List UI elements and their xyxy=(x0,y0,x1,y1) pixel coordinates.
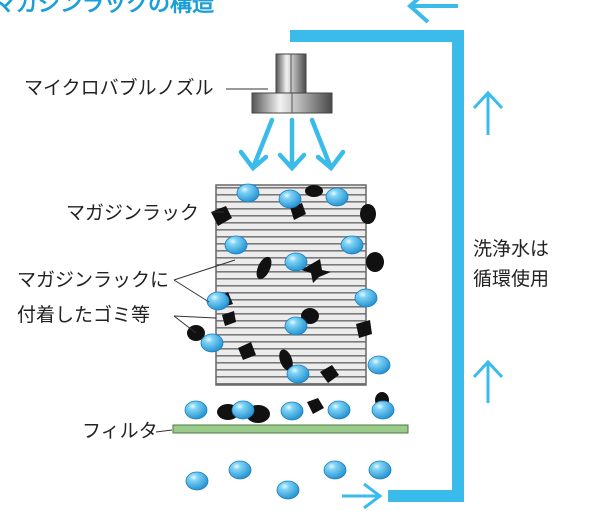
magazine-rack xyxy=(215,184,367,386)
recycle-label-line2: 循環使用 xyxy=(473,268,550,290)
right-arrow-icon xyxy=(342,482,383,510)
rack-label: マガジンラック xyxy=(66,202,200,224)
recycle-label-line1: 洗浄水は xyxy=(473,238,550,260)
circulation-pipe xyxy=(290,0,504,510)
diagram-title: マガジンラックの構造 xyxy=(0,0,215,17)
debris-label-line2: 付着したゴミ等 xyxy=(17,304,151,326)
up-arrow-icon xyxy=(472,359,504,403)
bubbles xyxy=(184,183,395,500)
debris-label-line1: マガジンラックに xyxy=(17,269,170,291)
spray-arrows xyxy=(238,117,346,172)
nozzle-label: マイクロバブルノズル xyxy=(24,77,214,99)
filter-label: フィルタ xyxy=(82,420,158,442)
up-arrow-icon xyxy=(472,90,504,135)
nozzle xyxy=(251,53,333,114)
return-arrow-icon xyxy=(406,0,458,24)
filter xyxy=(172,424,409,434)
leader-lines xyxy=(155,88,268,433)
